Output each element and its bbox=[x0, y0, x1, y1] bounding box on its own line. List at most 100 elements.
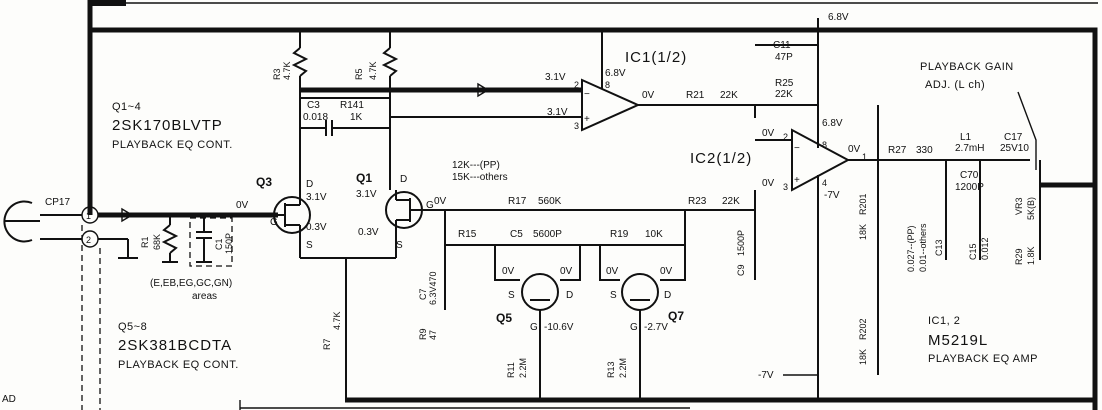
q5-transistor bbox=[494, 245, 581, 400]
ic1-in-plus-v: 3.1V bbox=[547, 107, 568, 118]
r25-ref: R25 bbox=[775, 78, 794, 89]
q3-vs: 0.3V bbox=[306, 222, 327, 233]
r29-value: 1.8K bbox=[1026, 246, 1036, 265]
q5-block-desc: PLAYBACK EQ CONT. bbox=[118, 359, 239, 371]
edge-label: AD bbox=[2, 394, 16, 405]
c5-value: 5600P bbox=[533, 229, 562, 240]
r3-ref: R3 bbox=[272, 68, 282, 80]
r9-ref: R9 bbox=[418, 328, 428, 340]
q3-gate-voltage: 0V bbox=[236, 200, 249, 211]
c70-value: 1200P bbox=[955, 182, 984, 193]
c1-capacitor bbox=[189, 215, 233, 267]
q7-vd: 0V bbox=[660, 266, 673, 277]
r7-ref: R7 bbox=[322, 338, 332, 350]
q3-transistor bbox=[273, 195, 311, 240]
l1-value: 2.7mH bbox=[955, 143, 984, 154]
rail-voltage-top: 6.8V bbox=[828, 12, 849, 23]
connector-cp17 bbox=[3, 200, 138, 410]
q1-block-ref: Q1~4 bbox=[112, 101, 141, 113]
r21-value: 22K bbox=[720, 90, 738, 101]
vr3-ref: VR3 bbox=[1014, 197, 1024, 215]
q3-g: G bbox=[270, 217, 278, 228]
q5-block-ref: Q5~8 bbox=[118, 321, 147, 333]
r27-value: 330 bbox=[916, 145, 933, 156]
c1-note2: areas bbox=[192, 291, 217, 302]
r141-value: 1K bbox=[350, 112, 363, 123]
ic-block-desc: PLAYBACK EQ AMP bbox=[928, 353, 1038, 365]
q1-vs: 0.3V bbox=[358, 227, 379, 238]
r5-value: 4.7K bbox=[368, 61, 378, 80]
q5-d: D bbox=[566, 290, 573, 301]
connector-pin1: 1 bbox=[86, 211, 91, 221]
q1-name: Q1 bbox=[356, 171, 372, 185]
ic2-in-minus-v: 0V bbox=[762, 128, 775, 139]
gain-adj-pointer bbox=[1017, 91, 1037, 170]
q3-d: D bbox=[306, 179, 313, 190]
ic1-opamp bbox=[581, 30, 818, 132]
ic2-vee: -7V bbox=[824, 190, 840, 201]
ic2-name: IC2(1/2) bbox=[690, 150, 752, 167]
c17-value: 25V10 bbox=[1000, 143, 1029, 154]
c13-ref: C13 bbox=[934, 239, 944, 256]
q5-vs: 0V bbox=[502, 266, 515, 277]
q1-vd: 3.1V bbox=[356, 189, 377, 200]
c7-value: 6.3V470 bbox=[428, 271, 438, 305]
c1-ref: C1 bbox=[214, 238, 224, 250]
r9-value: 47 bbox=[428, 330, 438, 340]
power-rails bbox=[87, 0, 1098, 410]
r201-value: 18K bbox=[858, 224, 868, 240]
c7-ref: C7 bbox=[418, 288, 428, 300]
rail-voltage-bottom: -7V bbox=[758, 370, 774, 381]
gain-adj-line2: ADJ. (L ch) bbox=[925, 79, 985, 91]
connector-name: CP17 bbox=[45, 197, 70, 208]
q5-block-part: 2SK381BCDTA bbox=[118, 337, 232, 354]
corner-marker bbox=[90, 0, 126, 6]
plus-rail bbox=[90, 27, 1098, 410]
ic2-pin2: 2 bbox=[783, 132, 788, 142]
ic2-vcc: 6.8V bbox=[822, 118, 843, 129]
r25-value: 22K bbox=[775, 89, 793, 100]
r11-ref: R11 bbox=[506, 362, 516, 378]
c13-note2: 0.01--others bbox=[918, 223, 928, 272]
q7-vg: -2.7V bbox=[644, 322, 668, 333]
r15-ref: R15 bbox=[458, 229, 477, 240]
r15-note2: 15K---others bbox=[452, 172, 508, 183]
r7-value: 4.7K bbox=[332, 311, 342, 330]
signal-arrow-1 bbox=[121, 207, 134, 223]
c11-ref: C11 bbox=[773, 40, 791, 51]
q7-g: G bbox=[630, 322, 638, 333]
ic2-pin8: 8 bbox=[822, 140, 827, 150]
c3-value: 0.018 bbox=[303, 112, 328, 123]
ic2-pin4: 4 bbox=[822, 178, 827, 188]
q3-name: Q3 bbox=[256, 175, 272, 189]
r17-ref: R17 bbox=[508, 196, 527, 207]
ic2-out-v: 0V bbox=[848, 144, 861, 155]
ic1-in-minus-v: 3.1V bbox=[545, 72, 566, 83]
r201-ref: R201 bbox=[858, 193, 868, 215]
r19-ref: R19 bbox=[610, 229, 629, 240]
gain-adj-line1: PLAYBACK GAIN bbox=[920, 61, 1014, 73]
c5-ref: C5 bbox=[510, 229, 523, 240]
c9-ref: C9 bbox=[736, 264, 746, 276]
q3-s: S bbox=[306, 240, 313, 251]
ic1-plus-sign: + bbox=[584, 114, 590, 125]
ic2-pin3: 3 bbox=[783, 182, 788, 192]
ic1-name: IC1(1/2) bbox=[625, 49, 687, 66]
c13-note1: 0.027--(PP) bbox=[906, 225, 916, 272]
c11-value: 47P bbox=[775, 52, 793, 63]
c1-value: 150P bbox=[224, 233, 234, 254]
r202-ref: R202 bbox=[858, 318, 868, 340]
r11-value: 2.2M bbox=[518, 358, 528, 378]
q1-source-voltage: 0V bbox=[434, 196, 447, 207]
r141-ref: R141 bbox=[340, 100, 364, 111]
r29-ref: R29 bbox=[1014, 248, 1024, 265]
q7-s: S bbox=[610, 290, 617, 301]
l1-ref: L1 bbox=[960, 132, 972, 143]
r15-note1: 12K---(PP) bbox=[452, 160, 500, 171]
r27-ref: R27 bbox=[888, 145, 907, 156]
q1-block-part: 2SK170BLVTP bbox=[112, 117, 223, 134]
q5-s: S bbox=[508, 290, 515, 301]
ic2-minus-sign: − bbox=[794, 143, 800, 154]
r13-ref: R13 bbox=[606, 361, 616, 378]
